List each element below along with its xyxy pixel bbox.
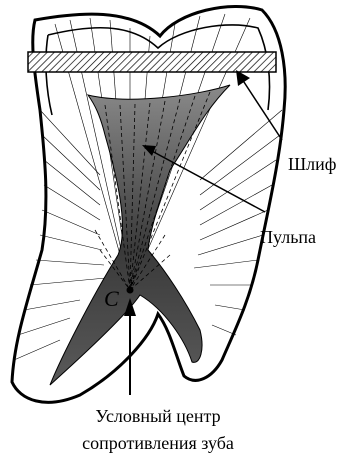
- pulp-label: Пульпа: [260, 227, 316, 247]
- center-label-line2: сопротивления зуба: [82, 433, 234, 453]
- point-label: C: [104, 286, 119, 311]
- center-label-line1: Условный центр: [95, 406, 220, 426]
- section-label: Шлиф: [288, 154, 336, 174]
- center-point: [127, 287, 134, 294]
- section-band: [28, 52, 276, 72]
